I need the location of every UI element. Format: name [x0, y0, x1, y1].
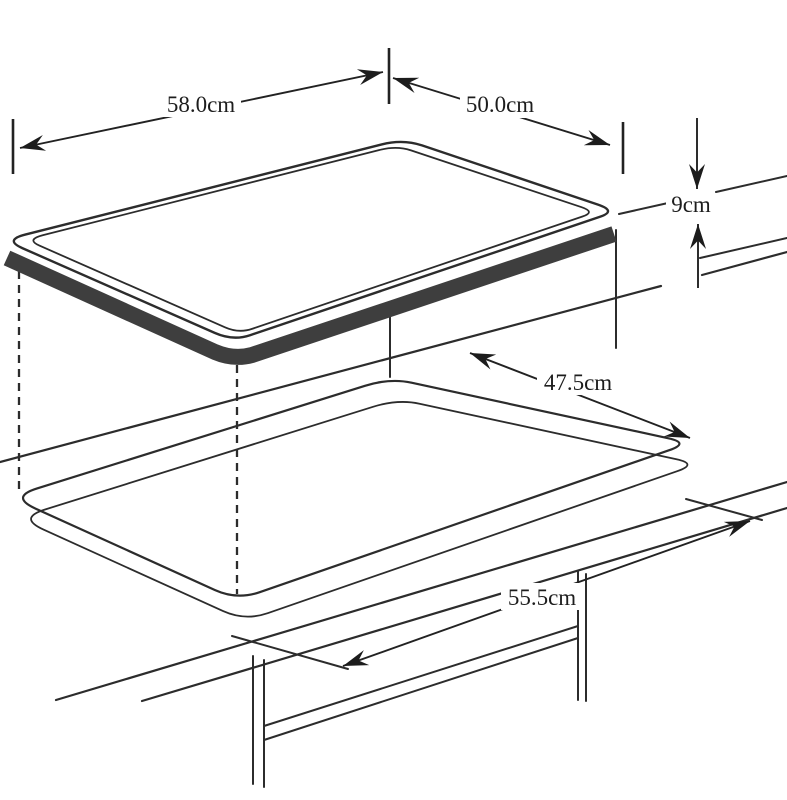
dimension-hob-depth: 50.0cm — [392, 77, 625, 174]
dimension-label-hob-height: 9cm — [671, 192, 711, 217]
dimension-label-hob-depth: 50.0cm — [466, 92, 534, 117]
label-backing — [501, 583, 583, 610]
extension-line-left — [231, 635, 349, 670]
label-backing — [666, 193, 716, 217]
hob-top-reference-line — [618, 175, 787, 215]
label-backing — [537, 367, 619, 395]
cutout-inner-outline — [30, 401, 689, 618]
dimension-label-cutout-depth: 47.5cm — [544, 370, 612, 395]
cooktop-side-band — [3, 226, 617, 365]
dimension-hob-height: 9cm — [666, 118, 716, 288]
dimension-hob-width: 58.0cm — [11, 48, 391, 174]
cutout-outer-outline — [21, 379, 681, 597]
countertop-front-edge-outer — [54, 480, 787, 702]
dimension-label-cutout-width: 55.5cm — [508, 585, 576, 610]
extension-line-right — [685, 498, 763, 521]
cooktop-top-inner-line — [32, 147, 590, 332]
countertop-front-edge-inner — [140, 506, 787, 703]
projection-lines — [17, 229, 617, 594]
countertop-back-edge — [0, 250, 787, 464]
frame-rail — [263, 625, 579, 741]
cooktop — [3, 140, 617, 365]
dimension-cutout-depth: 47.5cm — [469, 352, 691, 439]
hob-bottom-reference-line — [699, 237, 787, 259]
frame-left-leg — [252, 655, 265, 788]
dimension-line-47 — [469, 352, 691, 439]
dimension-label-hob-width: 58.0cm — [167, 92, 235, 117]
dimension-cutout-width: 55.5cm — [231, 498, 763, 670]
label-backing — [161, 91, 241, 117]
worktop-cutout — [21, 379, 689, 618]
label-backing — [460, 92, 540, 118]
